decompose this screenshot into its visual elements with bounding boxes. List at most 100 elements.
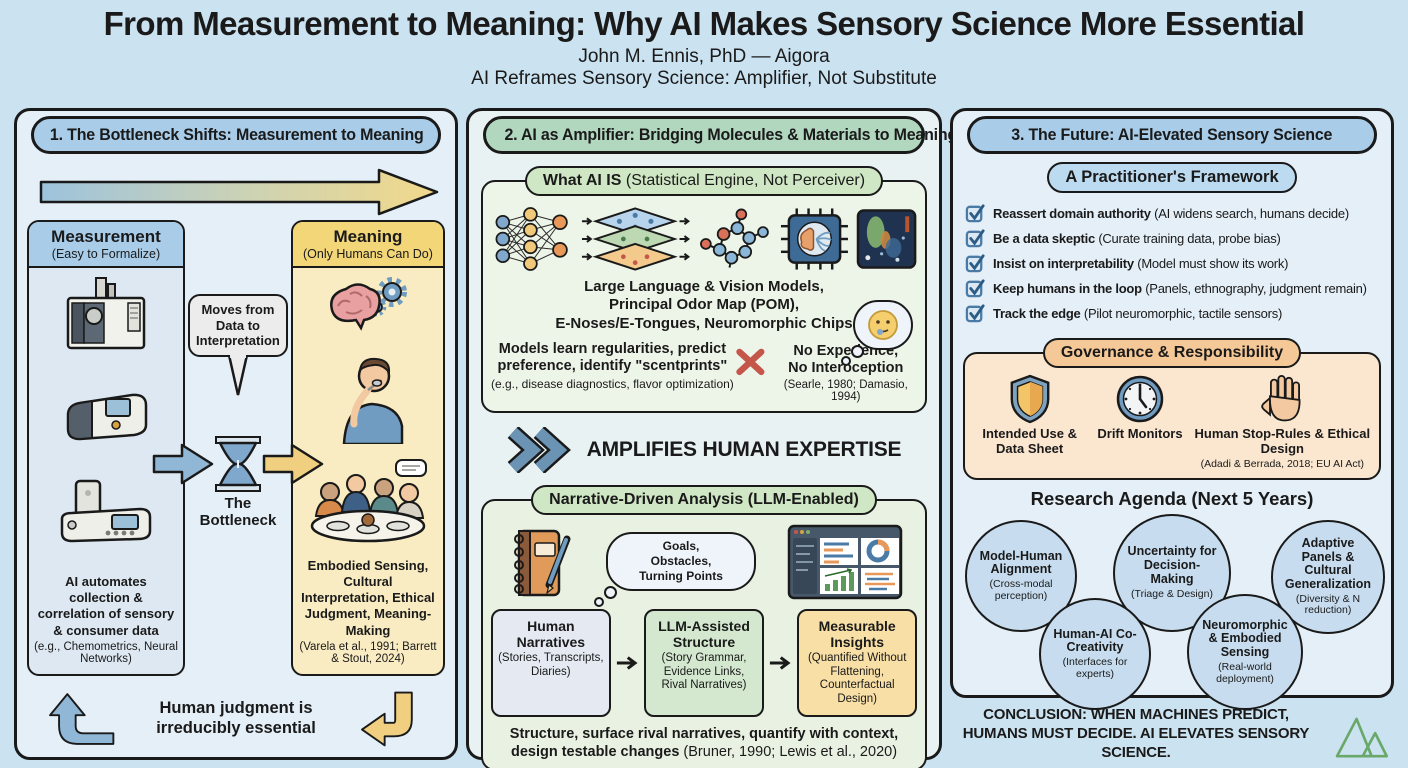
bottleneck-column: Moves from Data to Interpretation [152,220,324,676]
meaning-subtitle: (Only Humans Can Do) [303,247,433,261]
person-tasting-icon [342,357,404,444]
gradient-arrow-icon [39,168,439,216]
analyzer-icon [60,480,152,543]
checklist-item: Keep humans in the loop (Panels, ethnogr… [965,278,1379,299]
measurement-subtitle: (Easy to Formalize) [51,247,161,261]
narrative-flow: Human Narratives (Stories, Transcripts, … [491,608,917,717]
notebook-pen-icon [514,529,571,596]
clock-icon [1116,375,1164,423]
governance-section: Governance & Responsibility Intended Use… [963,338,1381,480]
measurement-header: Measurement (Easy to Formalize) [29,222,183,268]
narrative-title: Narrative-Driven Analysis (LLM-Enabled) [549,490,859,508]
panel-ai-amplifier: 2. AI as Amplifier: Bridging Molecules &… [466,108,957,768]
checkbox-check-icon [965,304,985,323]
what-ai-is-title: What AI IS [542,172,622,189]
what-ai-is-section: What AI IS (Statistical Engine, Not Perc… [481,166,927,413]
narrative-pill: Narrative-Driven Analysis (LLM-Enabled) [531,484,877,515]
what-ai-is-box: Large Language & Vision Models, Principa… [481,180,927,413]
header: From Measurement to Meaning: Why AI Make… [0,0,1408,90]
curved-arrow-blue-icon [49,693,115,745]
checklist-item: Track the edge (Pilot neuromorphic, tact… [965,303,1379,324]
panel1-footer: Human judgment is irreducibly essential [17,682,455,756]
agenda-circle: Human-AI Co-Creativity (Interfaces for e… [1039,597,1151,710]
double-chevron-icon [507,426,571,473]
checkbox-check-icon [965,279,985,298]
conclusion-text: CONCLUSION: WHEN MACHINES PREDICT, HUMAN… [962,706,1310,761]
heatmap-icon [856,209,917,269]
noexp-note: (Searle, 1980; Damasio, 1994) [783,378,908,403]
governance-pill: Governance & Responsibility [1042,338,1302,368]
panel1-title: 1. The Bottleneck Shifts: Measurement to… [31,116,441,154]
agenda-circle: Neuromorphic & Embodied Sensing (Real-wo… [1187,593,1303,710]
measurement-note: (e.g., Chemometrics, Neural Networks) [34,640,178,665]
ai-bottom-row: Models learn regularities, predict prefe… [491,341,917,403]
governance-item-intended-use: Intended Use & Data Sheet [971,374,1089,457]
spectrophotometer-icon [66,393,148,440]
checkbox-check-icon [965,204,985,223]
callout-bubble: Moves from Data to Interpretation [187,294,288,357]
aigora-logo [1335,717,1389,758]
thought-line2: Obstacles, [650,554,712,569]
what-ai-is-pill: What AI IS (Statistical Engine, Not Perc… [524,166,884,196]
thought-line1: Goals, [662,539,700,554]
checkbox-check-icon [965,254,985,273]
meaning-note: (Varela et al., 1991; Barrett & Stout, 2… [299,640,437,665]
amplifies-row: AMPLIFIES HUMAN EXPERTISE [469,426,939,473]
thought-face-icon [841,300,913,366]
page-title: From Measurement to Meaning: Why AI Make… [103,5,1305,42]
framework-checklist: Reassert domain authority (AI widens sea… [953,197,1391,324]
panel1-footer-text: Human judgment is irreducibly essential [156,699,316,737]
ai-learn-note: (e.g., disease diagnostics, flavor optim… [491,376,734,391]
hand-icon [1261,375,1301,422]
dashboard-icon [787,524,903,599]
narrative-box: Goals, Obstacles, Turning Points [481,498,927,768]
bottleneck-label: The Bottleneck [199,494,277,530]
narrative-icons-row: Goals, Obstacles, Turning Points [491,523,917,608]
callout-text: Moves from Data to Interpretation [196,302,280,349]
amplifies-text: AMPLIFIES HUMAN EXPERTISE [586,437,902,461]
bottleneck-arrows [152,435,324,492]
yellow-arrow-icon [262,443,324,485]
family-table-icon [310,458,427,543]
checklist-item: Reassert domain authority (AI widens sea… [965,203,1379,224]
neuromorphic-chip-icon [780,208,848,270]
measurable-insights-box: Measurable Insights (Quantified Without … [797,608,917,717]
panel1-columns: Measurement (Easy to Formalize) [17,220,455,682]
blue-arrow-icon [152,443,214,485]
measurement-box: Measurement (Easy to Formalize) [27,220,185,676]
narrative-footer: Structure, surface rival narratives, qua… [509,725,899,760]
narrative-section: Narrative-Driven Analysis (LLM-Enabled) [481,484,927,768]
governance-box: Intended Use & Data Sheet Drift Monitors [963,352,1381,480]
governance-item-drift-monitors: Drift Monitors [1092,374,1188,442]
meaning-title: Meaning [333,227,403,246]
panel2-title: 2. AI as Amplifier: Bridging Molecules &… [483,116,957,154]
measurement-body: AI automates collection & correlation of… [29,268,183,674]
flow-arrow-icon [616,656,638,670]
agenda-title: Research Agenda (Next 5 Years) [1030,487,1314,509]
brain-gear-icon [330,277,407,331]
ai-models-text: Large Language & Vision Models, Principa… [555,278,853,332]
meaning-body: Embodied Sensing, Cultural Interpretatio… [293,268,443,674]
ai-learn-block: Models learn regularities, predict prefe… [491,341,734,391]
thought-line3: Turning Points [639,569,723,584]
agenda-circles: Model-Human Alignment (Cross-modal perce… [953,512,1391,710]
red-x-icon [736,348,765,375]
flow-arrow-icon [769,656,791,670]
panel-bottleneck-shifts: 1. The Bottleneck Shifts: Measurement to… [14,108,458,760]
shield-icon [1010,374,1050,424]
measurement-title: Measurement [51,227,161,246]
conclusion-row: CONCLUSION: WHEN MACHINES PREDICT, HUMAN… [950,706,1394,762]
meaning-header: Meaning (Only Humans Can Do) [292,222,443,268]
framework-pill: A Practitioner's Framework [1047,162,1297,193]
noexp-line2: No Interoception [788,360,904,377]
ai-icons-row [491,206,917,272]
curved-arrow-yellow-icon [360,691,413,747]
checkbox-check-icon [965,229,985,248]
callout-tail [227,354,249,396]
governance-item-stop-rules: Human Stop-Rules & Ethical Design (Adadi… [1191,374,1373,470]
llm-structure-box: LLM-Assisted Structure (Story Grammar, E… [644,608,764,717]
ai-noexp-block: No Experience, No Interoception (Searle,… [734,341,917,403]
molecule-icon [700,208,769,268]
thought-cloud-icon: Goals, Obstacles, Turning Points [594,532,756,608]
